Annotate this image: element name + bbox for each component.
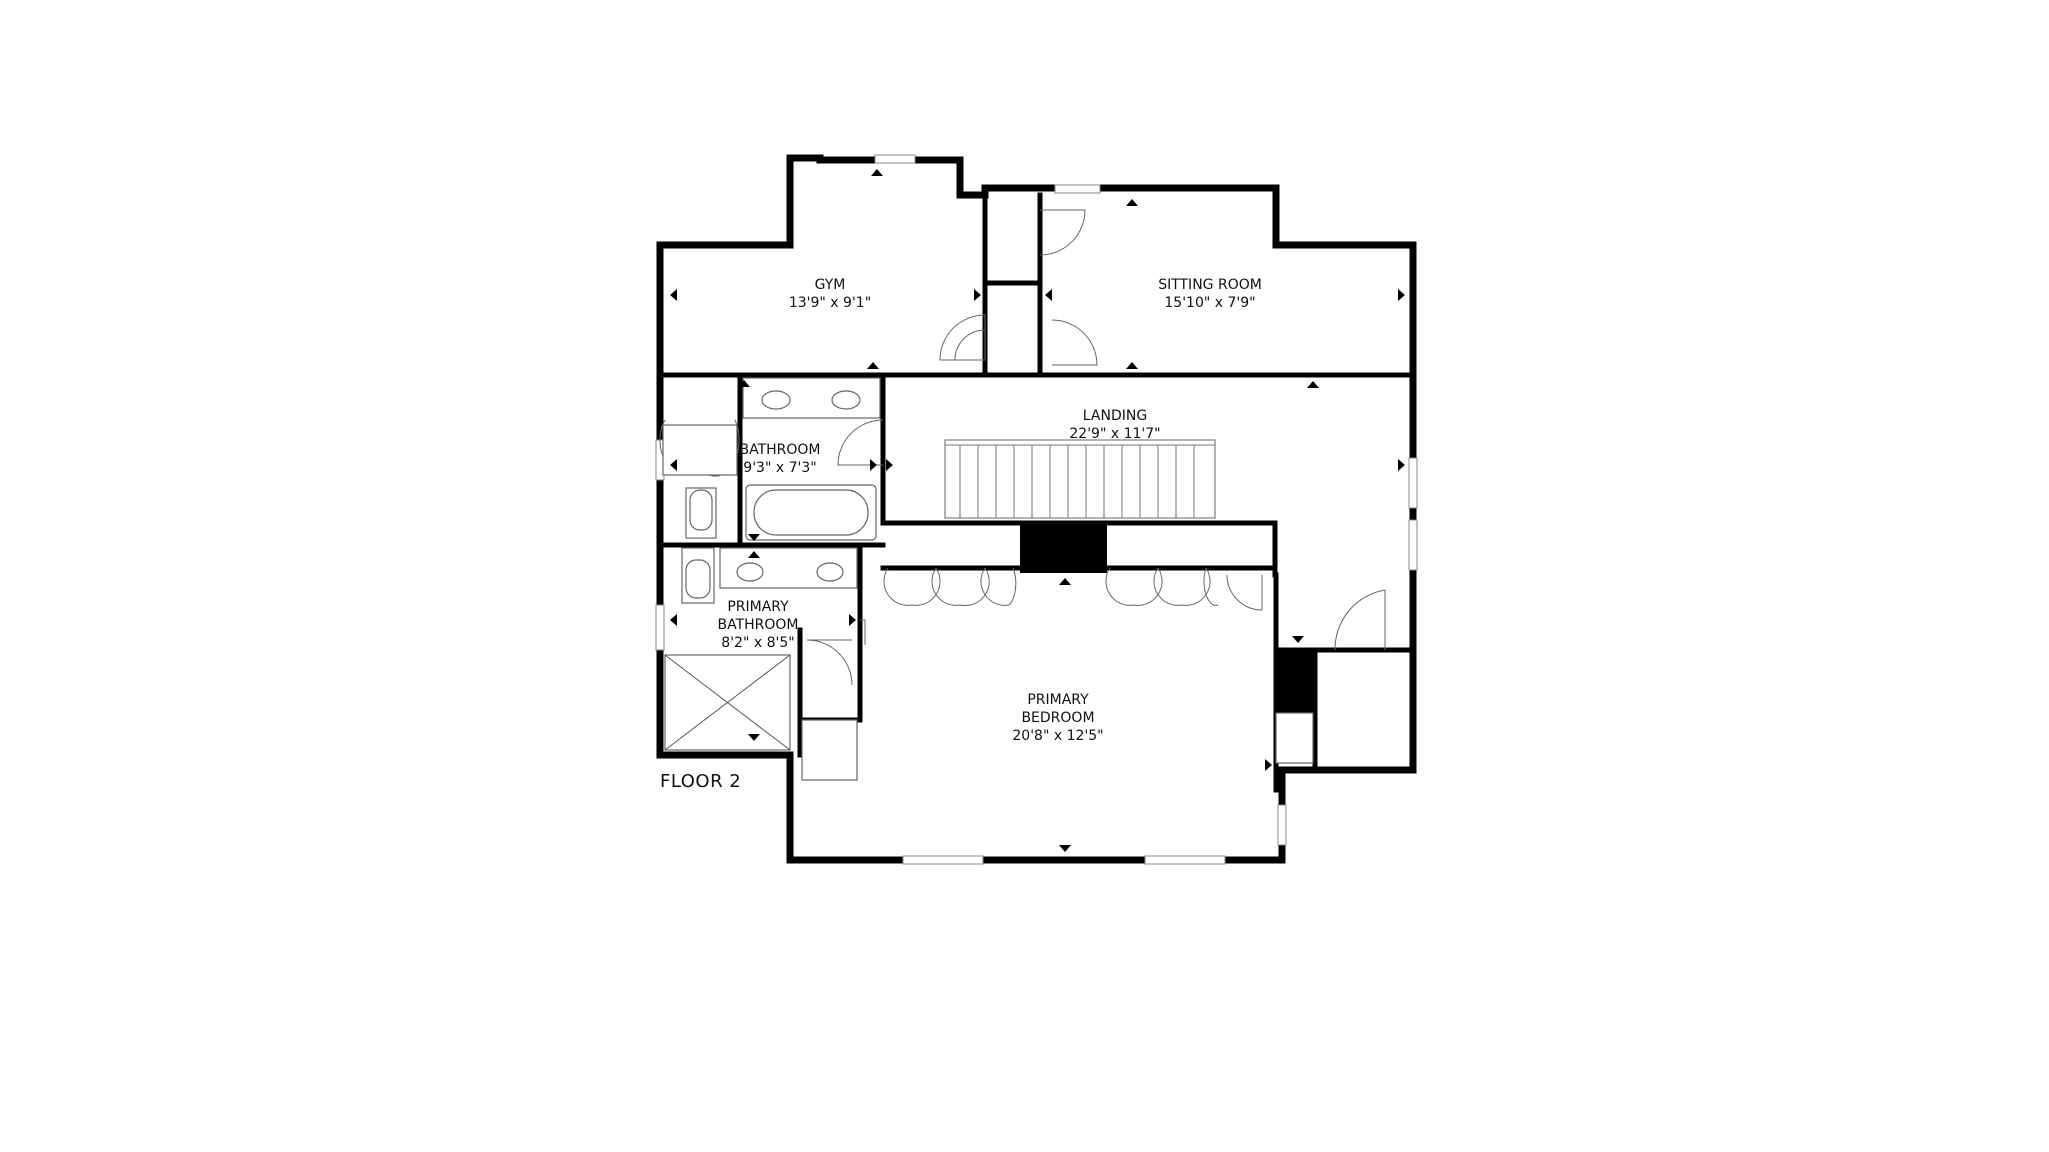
column-block bbox=[1276, 648, 1315, 713]
room-size-sitting-room: 15'10" x 7'9" bbox=[1164, 295, 1255, 311]
fixtures bbox=[662, 377, 1314, 781]
room-size-bathroom: 9'3" x 7'3" bbox=[743, 460, 816, 476]
exterior-walls bbox=[656, 154, 1417, 864]
marker-triangles bbox=[670, 169, 1405, 852]
room-name-primary-bathroom-line1: PRIMARY bbox=[727, 599, 789, 615]
room-name-landing: LANDING bbox=[1083, 408, 1147, 424]
room-labels: GYM 13'9" x 9'1" SITTING ROOM 15'10" x 7… bbox=[717, 277, 1261, 744]
staircase bbox=[944, 439, 1216, 519]
chimney-block bbox=[1020, 523, 1107, 573]
room-name-gym: GYM bbox=[815, 277, 846, 293]
room-size-primary-bathroom: 8'2" x 8'5" bbox=[721, 635, 794, 651]
room-size-primary-bedroom: 20'8" x 12'5" bbox=[1012, 728, 1103, 744]
room-name-primary-bathroom-line2: BATHROOM bbox=[717, 617, 798, 633]
room-name-sitting-room: SITTING ROOM bbox=[1158, 277, 1262, 293]
room-size-landing: 22'9" x 11'7" bbox=[1069, 426, 1160, 442]
room-name-bathroom: BATHROOM bbox=[739, 442, 820, 458]
room-size-gym: 13'9" x 9'1" bbox=[789, 295, 871, 311]
windows bbox=[655, 154, 1418, 865]
room-name-primary-bedroom-line2: BEDROOM bbox=[1021, 710, 1094, 726]
floor-label: FLOOR 2 bbox=[660, 771, 741, 792]
room-name-primary-bedroom-line1: PRIMARY bbox=[1027, 692, 1089, 708]
